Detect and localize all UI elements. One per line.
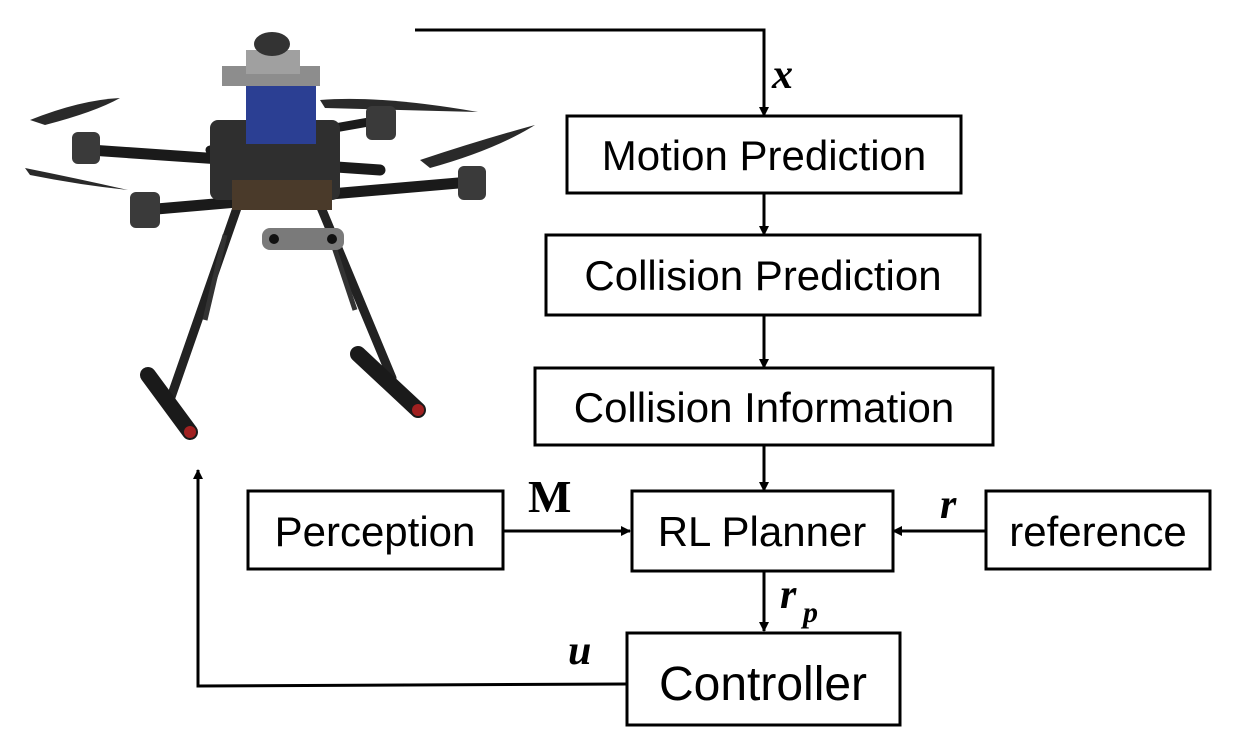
perception-label: Perception — [275, 508, 476, 555]
perception-block: Perception — [246, 489, 505, 571]
motion-prediction-label: Motion Prediction — [602, 132, 927, 179]
rl-planner-block: RL Planner — [630, 489, 895, 573]
drone-motors — [72, 106, 486, 228]
motion-prediction-block: Motion Prediction — [565, 114, 963, 195]
rl-planner-label: RL Planner — [658, 508, 867, 555]
drone-body — [210, 32, 344, 250]
collision-information-label: Collision Information — [574, 384, 955, 431]
collision-prediction-block: Collision Prediction — [544, 233, 982, 317]
planned-reference-base: r — [780, 572, 797, 618]
planned-reference-subscript: p — [800, 596, 818, 629]
map-signal-label: M — [528, 471, 571, 522]
controller-label: Controller — [659, 658, 867, 711]
state-input-arrow — [415, 28, 769, 117]
reference-block: reference — [984, 489, 1212, 571]
reference-label: reference — [1009, 508, 1186, 555]
state-signal-label: x — [771, 52, 793, 98]
planned-reference-signal-label: r p — [780, 572, 818, 629]
reference-signal-label: r — [940, 482, 957, 528]
control-signal-label: u — [568, 628, 591, 674]
quadrotor-drone-photo — [25, 32, 535, 440]
control-output-arrow — [193, 469, 628, 688]
drone-propellers — [25, 98, 535, 190]
collision-information-block: Collision Information — [533, 366, 995, 447]
controller-block: Controller — [625, 631, 902, 727]
collision-prediction-label: Collision Prediction — [584, 252, 941, 299]
